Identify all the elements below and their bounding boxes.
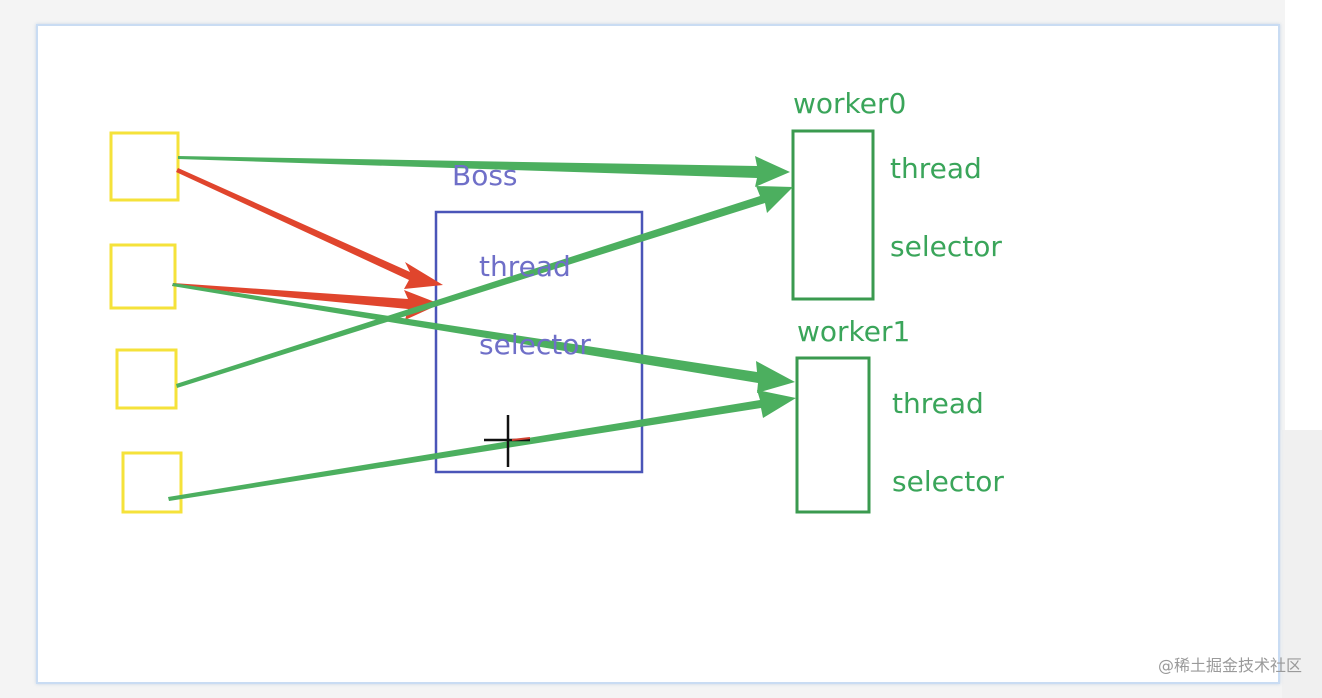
background-panel	[1282, 430, 1322, 698]
red-arrow-client0-to-boss	[176, 168, 443, 289]
worker0-box	[791, 129, 875, 301]
worker0-selector-label: selector	[890, 230, 1002, 263]
green-arrow-client0-to-worker0	[178, 156, 790, 187]
boss-selector-label: selector	[479, 328, 591, 361]
green-arrow-client1-to-worker1	[172, 283, 795, 393]
worker1-thread-label: thread	[892, 387, 984, 420]
worker0-title: worker0	[793, 87, 906, 120]
client-box-3	[121, 451, 183, 514]
client-box-1	[109, 243, 177, 310]
crosshair-cursor-icon	[484, 415, 531, 467]
client-box-2	[115, 348, 178, 410]
watermark: @稀土掘金技术社区	[1157, 656, 1302, 675]
boss-title: Boss	[452, 159, 518, 192]
diagram-canvas	[36, 24, 1280, 684]
worker0-thread-label: thread	[890, 152, 982, 185]
client-box-0	[109, 131, 180, 202]
green-arrow-client2-to-worker0	[176, 186, 793, 388]
worker1-title: worker1	[797, 315, 910, 348]
worker1-box	[795, 356, 871, 514]
red-arrow-client1-to-boss	[172, 283, 440, 320]
green-arrow-client3-to-worker1	[168, 390, 796, 501]
boss-thread-label: thread	[479, 250, 571, 283]
boss-box	[434, 210, 644, 474]
worker1-selector-label: selector	[892, 465, 1004, 498]
